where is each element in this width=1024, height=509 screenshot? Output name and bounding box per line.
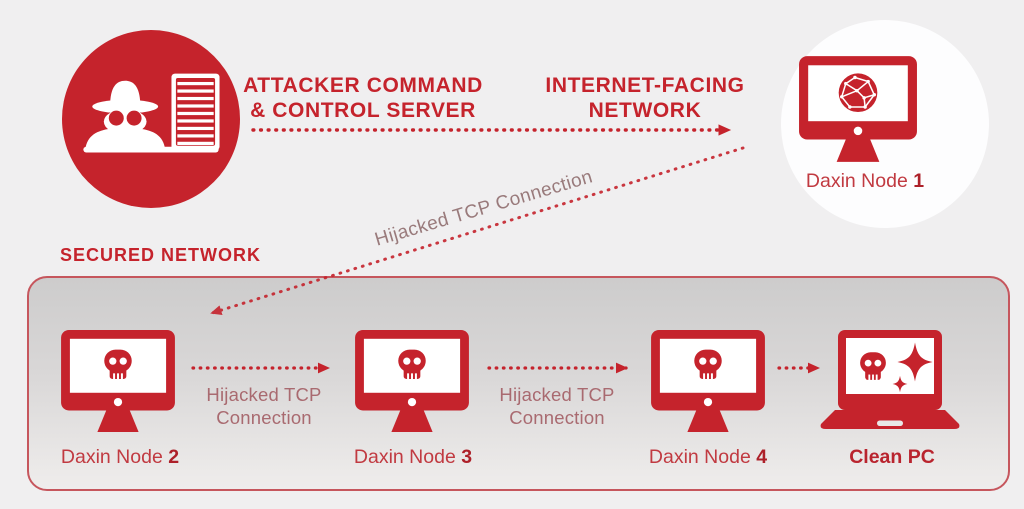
node1-label-number: 1 [913, 170, 925, 192]
node2-label-number: 2 [168, 446, 180, 468]
node4-label-number: 4 [756, 446, 768, 468]
secured-network-heading: SECURED NETWORK [60, 245, 262, 265]
hijacked-label-2-line2: Connection [509, 407, 605, 428]
hijacked-label-1: Hijacked TCP Connection [174, 383, 354, 429]
node3-label-text: Daxin Node [353, 446, 462, 468]
skull-monitor-icon-node2 [61, 329, 175, 433]
attacker-heading: ATTACKER COMMAND & CONTROL SERVER [238, 73, 488, 123]
node3-label-number: 3 [461, 446, 473, 468]
laptop-skull-sparkles-icon [820, 330, 960, 429]
node2-label-text: Daxin Node [60, 446, 169, 468]
node1-label-text: Daxin Node [805, 170, 914, 192]
hijacked-label-1-line1: Hijacked TCP [206, 384, 322, 405]
daxin-node3-label: Daxin Node 3 [333, 446, 493, 469]
hijacked-diagonal-label: Hijacked TCP Connection [372, 166, 596, 251]
skull-monitor-icon-node3 [355, 329, 469, 433]
globe-monitor-icon [799, 56, 917, 162]
attacker-heading-line2: & CONTROL SERVER [250, 99, 476, 122]
daxin-node1-group: Daxin Node 1 [781, 20, 989, 228]
hijacked-label-1-line2: Connection [216, 407, 312, 428]
internet-heading-line1: INTERNET-FACING [545, 74, 745, 97]
daxin-node1-label: Daxin Node 1 [775, 170, 955, 193]
internet-heading-line2: NETWORK [588, 99, 702, 122]
daxin-node4-label: Daxin Node 4 [628, 446, 788, 469]
daxin-node2-label: Daxin Node 2 [40, 446, 200, 469]
attacker-icon [62, 30, 240, 208]
attacker-heading-line1: ATTACKER COMMAND [243, 74, 483, 97]
node4-label-text: Daxin Node [648, 446, 757, 468]
skull-monitor-icon-node4 [651, 329, 765, 433]
hijacked-label-2-line1: Hijacked TCP [499, 384, 615, 405]
clean-pc-label: Clean PC [849, 446, 935, 468]
server-rack-icon [171, 73, 220, 151]
internet-facing-heading: INTERNET-FACING NETWORK [540, 73, 750, 123]
spy-icon [85, 80, 166, 151]
hijacked-label-2: Hijacked TCP Connection [467, 383, 647, 429]
